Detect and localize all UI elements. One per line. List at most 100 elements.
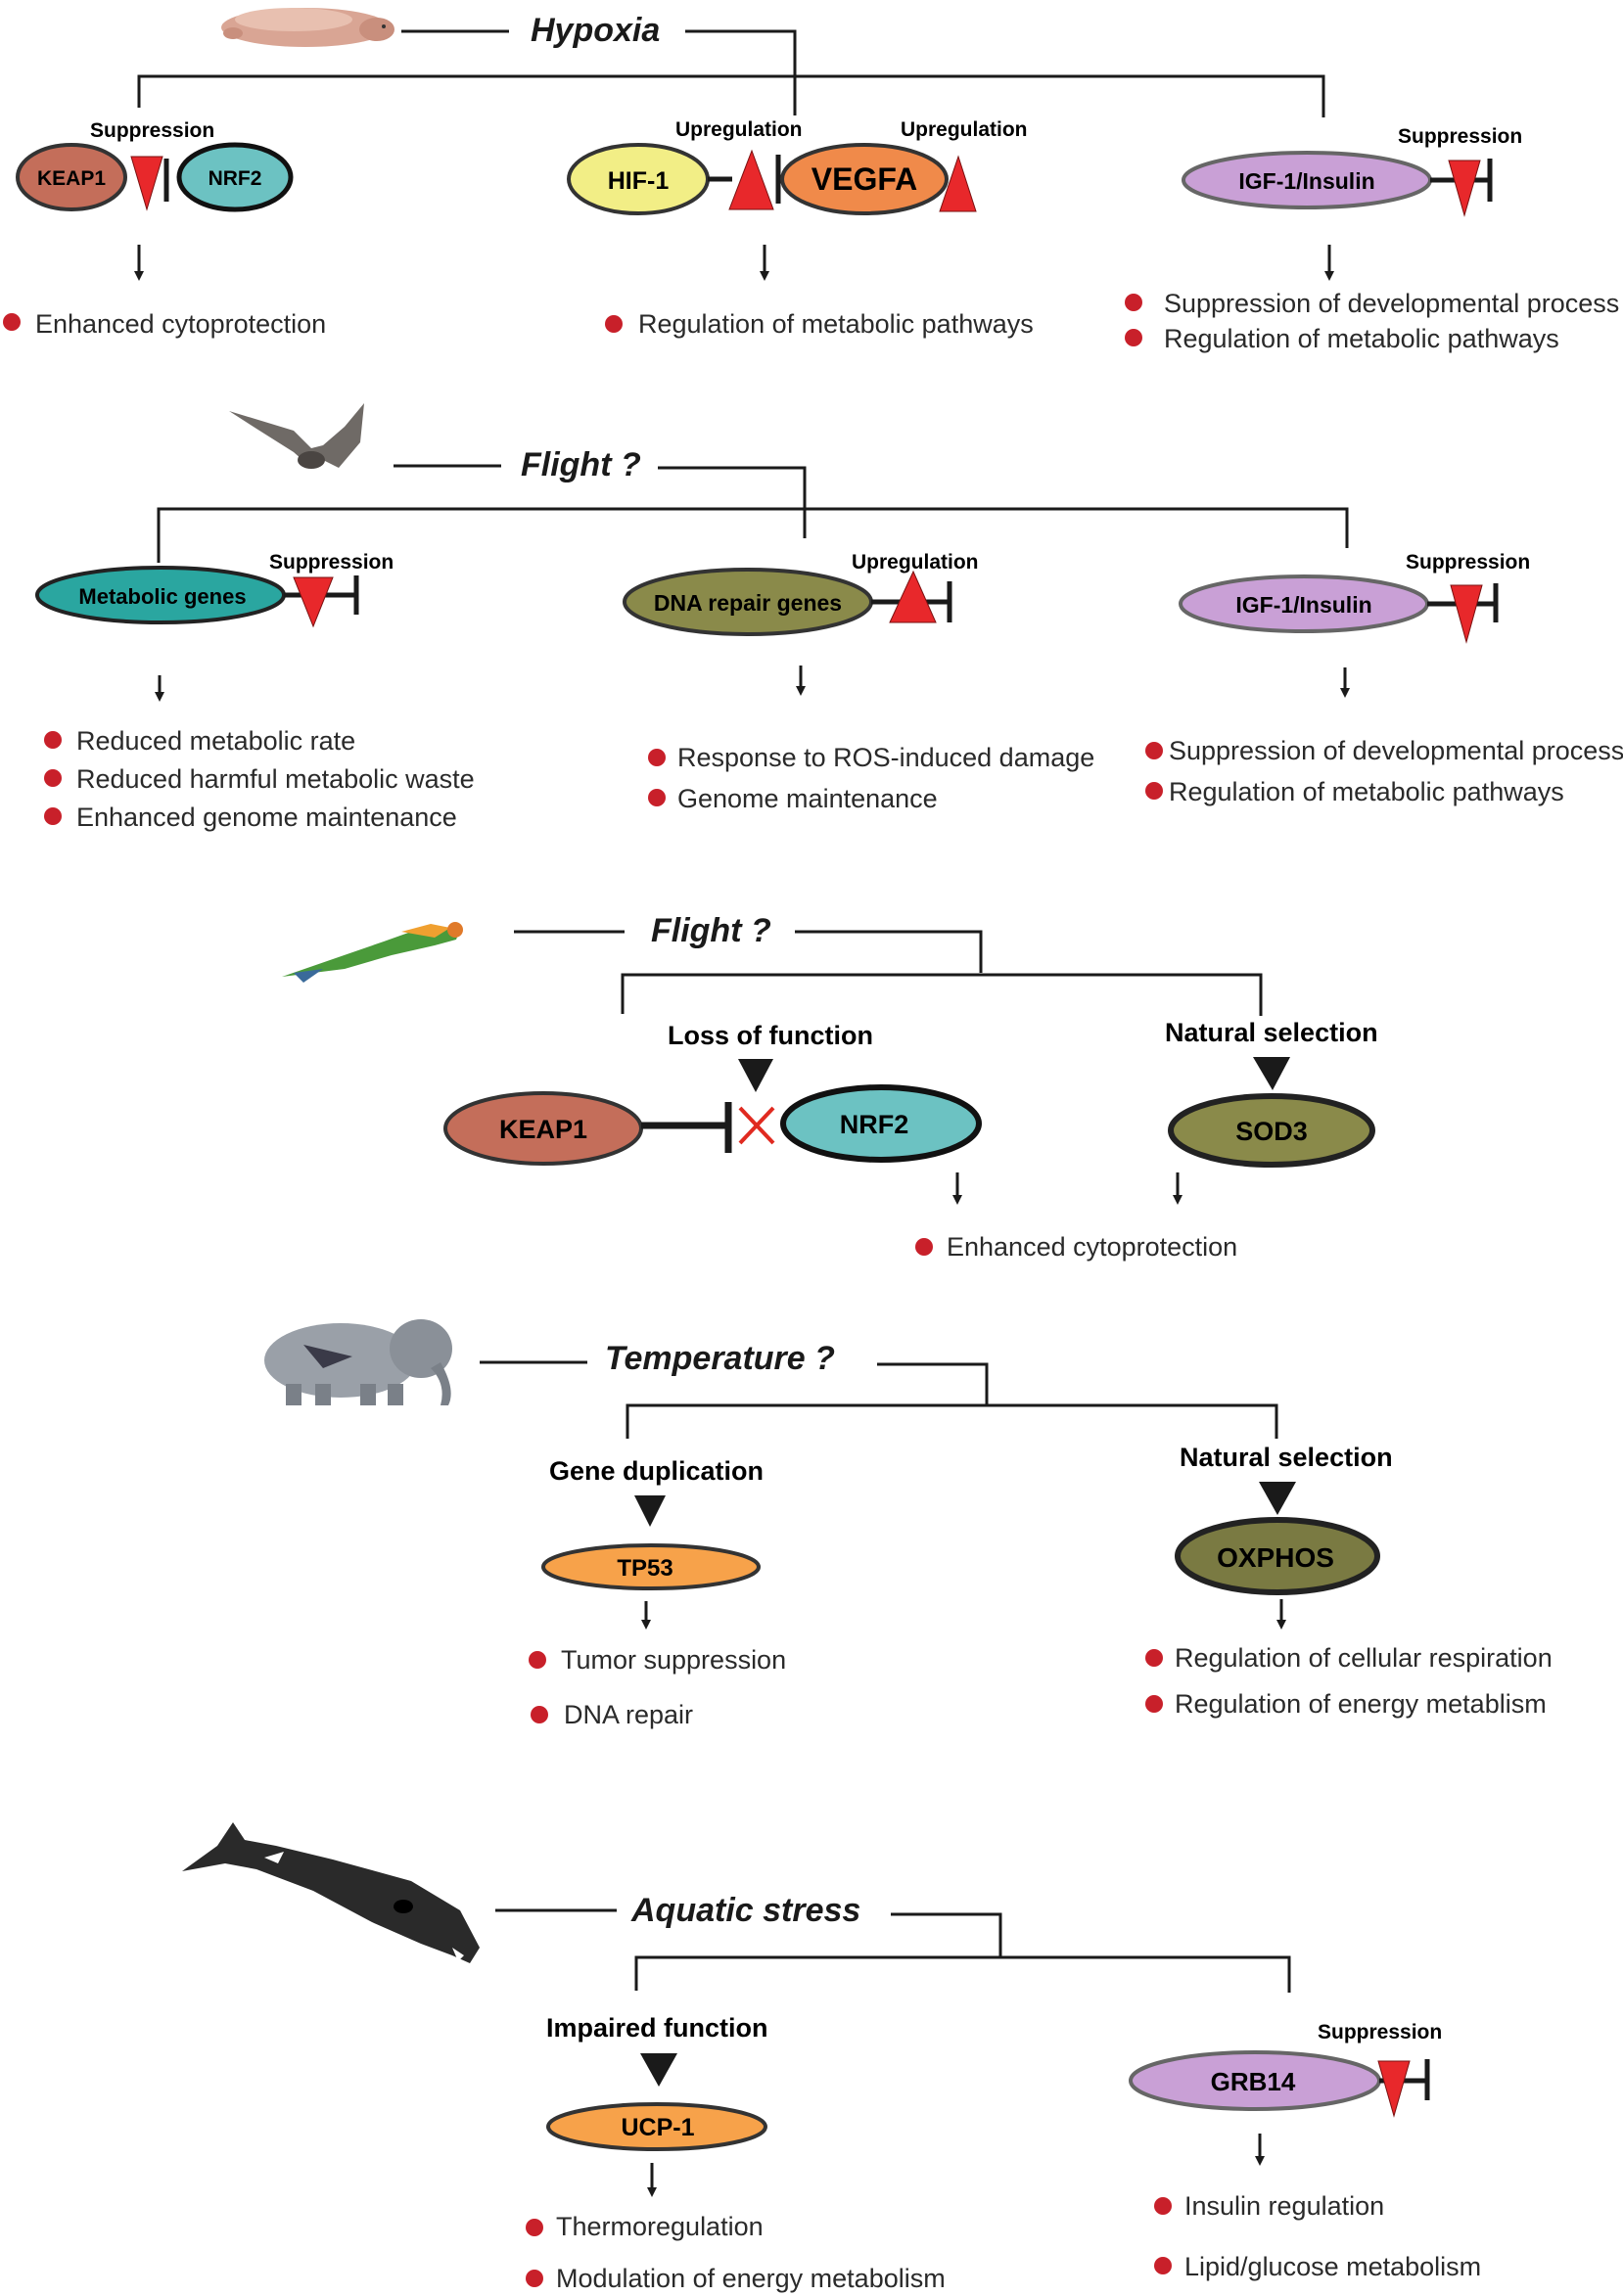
section-hypoxia: Hypoxia Suppression KEAP1 NRF2 Enhanced …	[3, 8, 1619, 353]
upregulation-triangle	[889, 570, 937, 623]
bullet-dot	[648, 749, 666, 766]
gene-label: HIF-1	[608, 167, 670, 195]
bullet-dot	[531, 1706, 548, 1723]
outcome-text: Lipid/glucose metabolism	[1184, 2252, 1481, 2281]
mechanism-label: Natural selection	[1165, 1018, 1378, 1047]
mechanism-label: Gene duplication	[549, 1456, 764, 1486]
branch-bar	[621, 973, 1263, 1016]
bullet-dot	[915, 1238, 933, 1256]
section-title: Flight ?	[521, 446, 641, 483]
gene-label: Metabolic genes	[78, 584, 246, 609]
gene-label: GRB14	[1211, 2067, 1296, 2096]
section-elephant-temperature: Temperature ? Gene duplication TP53 Tumo…	[264, 1319, 1553, 1729]
outcome-text: DNA repair	[564, 1700, 693, 1729]
gene-node-nrf2	[176, 142, 294, 212]
upregulation-triangle	[728, 149, 774, 210]
outcome-text: Regulation of metabolic pathways	[1164, 324, 1559, 353]
bullet-dot	[1125, 294, 1142, 311]
title-connector	[658, 466, 807, 538]
parrot-icon	[282, 922, 463, 983]
gene-node-vegfa	[780, 143, 949, 215]
elephant-icon	[264, 1319, 452, 1405]
outcome-text: Modulation of energy metabolism	[556, 2264, 946, 2293]
gene-node-oxphos	[1175, 1517, 1380, 1595]
bullet-dot	[1145, 1695, 1163, 1713]
outcome-text: Enhanced genome maintenance	[76, 803, 457, 832]
outcome-text: Reduced metabolic rate	[76, 726, 355, 756]
gene-node-keap1	[16, 143, 127, 211]
mechanism-label: Loss of function	[668, 1021, 873, 1050]
bullet-dot	[1145, 742, 1163, 759]
title-connector	[877, 1362, 989, 1405]
gene-label: IGF-1/Insulin	[1235, 592, 1371, 618]
branch-bar	[157, 507, 1349, 563]
bullet-dot	[44, 731, 62, 749]
gene-node-sod3	[1168, 1093, 1375, 1168]
bullet-dot	[44, 769, 62, 787]
gene-node-nrf2	[780, 1084, 982, 1163]
mechanism-label: Natural selection	[1180, 1443, 1393, 1472]
gene-label: NRF2	[840, 1110, 909, 1139]
gene-node-tp53	[541, 1543, 761, 1590]
bullet-dot	[529, 1651, 546, 1669]
section-bat-flight: Flight ? Suppression Metabolic genes Red…	[35, 403, 1623, 832]
gene-label: UCP-1	[621, 2114, 694, 2141]
outcome-text: Thermoregulation	[556, 2212, 764, 2241]
regulation-label: Suppression	[269, 551, 394, 574]
section-title: Hypoxia	[531, 12, 660, 49]
branch-bar	[137, 74, 1325, 117]
outcome-text: Enhanced cytoprotection	[35, 309, 326, 339]
mechanism-arrowhead	[634, 1495, 666, 1527]
bullet-dot	[3, 313, 21, 331]
outcome-text: Enhanced cytoprotection	[947, 1232, 1237, 1262]
gene-label: IGF-1/Insulin	[1238, 168, 1374, 194]
outcome-text: Insulin regulation	[1184, 2191, 1384, 2221]
regulation-label: Suppression	[90, 119, 214, 142]
suppression-triangle	[1448, 160, 1481, 217]
gene-label: TP53	[617, 1555, 672, 1582]
gene-label: OXPHOS	[1217, 1542, 1334, 1573]
outcome-text: Suppression of developmental process	[1169, 736, 1623, 765]
section-title: Temperature ?	[605, 1340, 835, 1377]
suppression-triangle	[130, 156, 163, 211]
suppression-triangle	[1377, 2060, 1411, 2118]
naked-mole-rat-icon	[221, 8, 394, 47]
regulation-label: Suppression	[1398, 125, 1522, 148]
bullet-dot	[44, 807, 62, 825]
section-whale-aquatic: Aquatic stress Impaired function UCP-1 T…	[182, 1822, 1481, 2293]
regulation-label: Suppression	[1406, 551, 1530, 574]
section-title: Flight ?	[651, 912, 771, 949]
outcome-text: Response to ROS-induced damage	[677, 743, 1094, 772]
mechanism-arrowhead	[640, 2053, 677, 2087]
bullet-dot	[1125, 329, 1142, 346]
gene-label: DNA repair genes	[654, 590, 842, 616]
title-connector	[685, 29, 797, 115]
regulation-label: Upregulation	[852, 551, 979, 574]
section-title: Aquatic stress	[630, 1892, 860, 1929]
upregulation-triangle	[939, 155, 977, 212]
bullet-dot	[1154, 2197, 1172, 2215]
mechanism-label: Impaired function	[546, 2013, 768, 2043]
outcome-text: Regulation of metabolic pathways	[638, 309, 1034, 339]
mechanism-arrowhead	[1253, 1057, 1290, 1090]
outcome-text: Regulation of cellular respiration	[1175, 1643, 1553, 1673]
bullet-dot	[1145, 782, 1163, 800]
regulation-label: Suppression	[1318, 2021, 1442, 2043]
suppression-triangle	[293, 576, 334, 628]
bullet-dot	[526, 2219, 543, 2236]
outcome-text: Regulation of metabolic pathways	[1169, 777, 1564, 806]
regulation-label: Upregulation	[675, 118, 803, 141]
outcome-text: Tumor suppression	[561, 1645, 786, 1675]
title-connector	[891, 1912, 1002, 1957]
bullet-dot	[605, 315, 623, 333]
mechanism-arrowhead	[738, 1059, 773, 1092]
outcome-text: Genome maintenance	[677, 784, 938, 813]
gene-label: KEAP1	[499, 1115, 587, 1144]
gene-label: VEGFA	[812, 161, 917, 197]
title-connector	[795, 930, 983, 973]
bullet-dot	[648, 789, 666, 806]
branch-bar	[626, 1403, 1278, 1439]
gene-node-ucp1	[546, 2102, 767, 2151]
mechanism-arrowhead	[1259, 1482, 1296, 1515]
